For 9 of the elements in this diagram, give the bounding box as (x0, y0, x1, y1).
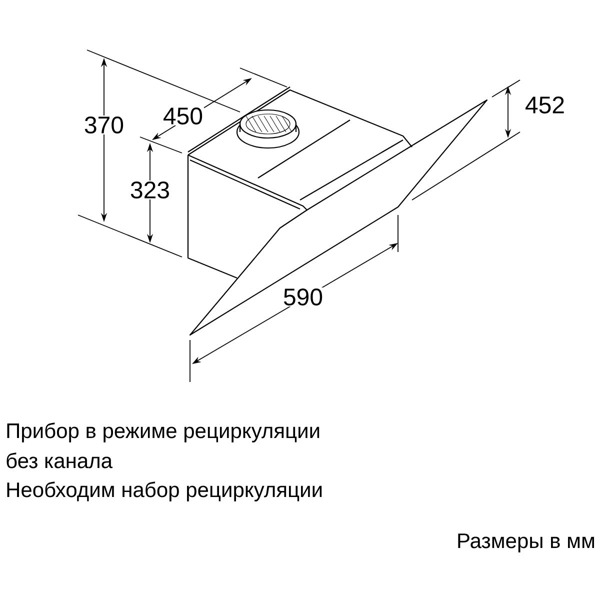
dimension-label: 323 (128, 180, 172, 200)
note-text: без канала (6, 452, 113, 468)
dimension-label: 590 (282, 288, 324, 306)
note-text: Прибор в режиме рециркуляции (7, 422, 320, 442)
dimension-label: 370 (82, 116, 126, 134)
note-text: Необходим набор рециркуляции (7, 482, 322, 502)
dimension-label: 452 (524, 96, 566, 114)
dimension-label: 450 (162, 106, 204, 126)
note-text: Размеры в мм (458, 534, 594, 552)
